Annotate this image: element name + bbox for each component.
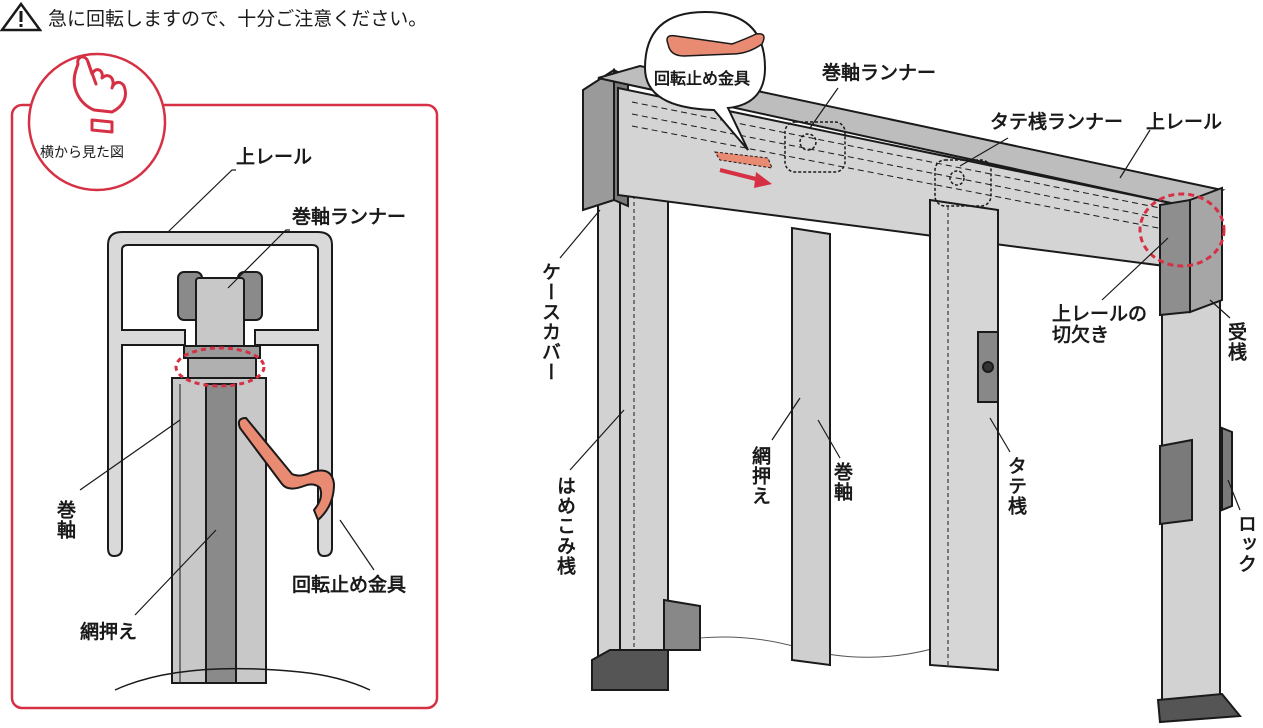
main-label-receiver-bar: 受桟 <box>1225 322 1247 362</box>
main-label-fit-bar: はめこみ桟 <box>554 476 576 576</box>
rail-notch-highlight-circle <box>1138 192 1226 268</box>
main-roll-runner <box>784 121 846 173</box>
inset-label-stop-bracket: 回転止め金具 <box>292 574 407 596</box>
main-stop-bracket <box>714 151 773 169</box>
fit-bar-assembly <box>582 68 701 691</box>
main-net-holder-bar <box>791 226 831 667</box>
main-leader-lines <box>559 87 1241 511</box>
main-vertical-bar <box>929 198 999 672</box>
main-label-top-rail: 上レール <box>1146 111 1223 133</box>
main-label-roll-runner: 巻軸ランナー <box>822 62 937 84</box>
main-label-case-cover: ケースカバー <box>539 262 561 382</box>
inset-highlight-circle <box>174 346 266 388</box>
inset-badge-caption: 横から見た図 <box>40 145 124 161</box>
inset-stop-bracket <box>237 416 336 522</box>
inset-leader-lines <box>79 169 375 616</box>
bracket-callout-bubble <box>643 10 767 151</box>
main-label-vertical-runner: タテ桟ランナー <box>990 111 1124 133</box>
main-receiver-bar <box>1156 186 1242 724</box>
inset-roll-shaft <box>171 377 267 684</box>
inset-roll-runner <box>177 271 263 379</box>
main-vertical-runner <box>934 159 992 207</box>
inset-label-roll-runner: 巻軸ランナー <box>292 206 407 228</box>
inset-label-roll-shaft: 巻軸 <box>54 500 76 540</box>
direction-arrow <box>719 168 772 188</box>
main-label-roll-shaft: 巻軸 <box>831 462 853 502</box>
inset-label-top-rail: 上レール <box>236 146 313 168</box>
pointing-hand-icon <box>72 55 127 134</box>
warning-text: 急に回転しますので、十分ご注意ください。 <box>48 7 428 30</box>
callout-label-stop-bracket: 回転止め金具 <box>654 69 751 88</box>
main-label-net-holder: 網押え <box>749 446 771 506</box>
warning-triangle-icon <box>0 2 42 32</box>
main-label-rail-notch: 上レールの 切欠き <box>1052 303 1148 346</box>
warning-notice: 急に回転しますので、十分ご注意ください。 <box>0 2 427 32</box>
main-label-lock: ロック <box>1235 514 1257 574</box>
inset-label-net-holder: 網押え <box>80 621 138 643</box>
main-label-vertical-bar: タテ桟 <box>1005 456 1027 516</box>
inset-top-rail <box>107 231 333 558</box>
